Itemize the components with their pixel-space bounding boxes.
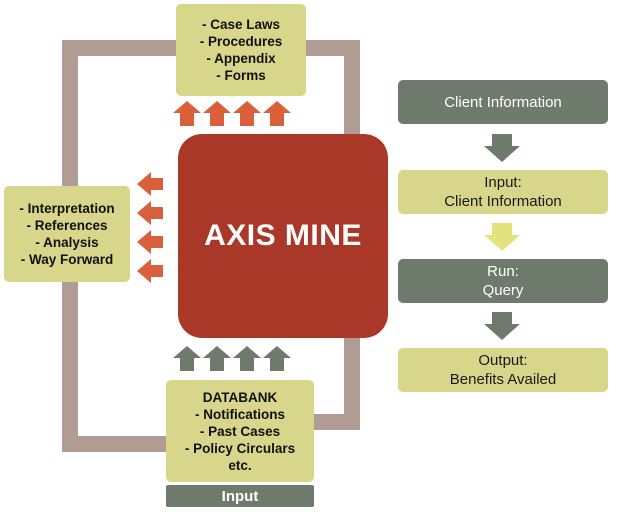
databank-item: - Policy Circulars [184, 440, 296, 456]
analysis-item: - Way Forward [20, 252, 114, 267]
input-label: Input [166, 485, 314, 507]
flow-step-output: Output: Benefits Availed [398, 348, 608, 392]
left-arrow-icon [137, 230, 163, 254]
flow-step-text: Query [482, 282, 524, 299]
databank-box: DATABANK - Notifications - Past Cases - … [166, 380, 314, 482]
analysis-item: - Interpretation [19, 201, 115, 216]
up-arrow-icon [173, 346, 201, 371]
flow-step-run: Run: Query [398, 259, 608, 303]
databank-item: - Past Cases [199, 423, 281, 439]
down-arrow-icon [484, 312, 520, 340]
left-arrow-icon [137, 259, 163, 283]
flow-step-text: Benefits Availed [449, 371, 557, 388]
down-arrow-icon [484, 223, 520, 251]
axis-mine-core: AXIS MINE [178, 134, 388, 338]
up-arrow-icon [173, 101, 201, 126]
left-arrow-icon [137, 201, 163, 225]
output-left-arrows [137, 172, 163, 283]
analysis-item: - References [26, 218, 108, 233]
databank-item: - Notifications [195, 406, 285, 422]
analysis-box: - Interpretation - References - Analysis… [4, 186, 130, 282]
resource-item: - Appendix [206, 51, 276, 66]
down-arrow-icon [484, 134, 520, 162]
flow-step-text: Output: [478, 352, 528, 369]
flow-step-text: Client Information [444, 93, 562, 111]
left-arrow-icon [137, 172, 163, 196]
databank-item: etc. [228, 457, 252, 473]
up-arrow-icon [233, 101, 261, 126]
analysis-item: - Analysis [35, 235, 99, 250]
up-arrow-icon [263, 101, 291, 126]
input-up-arrows [173, 346, 291, 371]
flow-step-text: Run: [487, 263, 519, 280]
up-arrow-icon [233, 346, 261, 371]
databank-title: DATABANK [202, 389, 278, 405]
resource-item: - Case Laws [201, 17, 281, 32]
core-title: AXIS MINE [204, 219, 362, 252]
up-arrow-icon [203, 101, 231, 126]
input-label-text: Input [221, 487, 259, 505]
resource-item: - Procedures [199, 34, 283, 49]
flow-step-client-information: Client Information [398, 80, 608, 124]
flow-step-text: Input: [484, 174, 522, 191]
resource-item: - Forms [216, 68, 266, 83]
resources-box: - Case Laws - Procedures - Appendix - Fo… [176, 4, 306, 96]
flow-step-input: Input: Client Information [398, 170, 608, 214]
output-up-arrows [173, 101, 291, 126]
up-arrow-icon [263, 346, 291, 371]
up-arrow-icon [203, 346, 231, 371]
flow-step-text: Client Information [444, 193, 562, 210]
